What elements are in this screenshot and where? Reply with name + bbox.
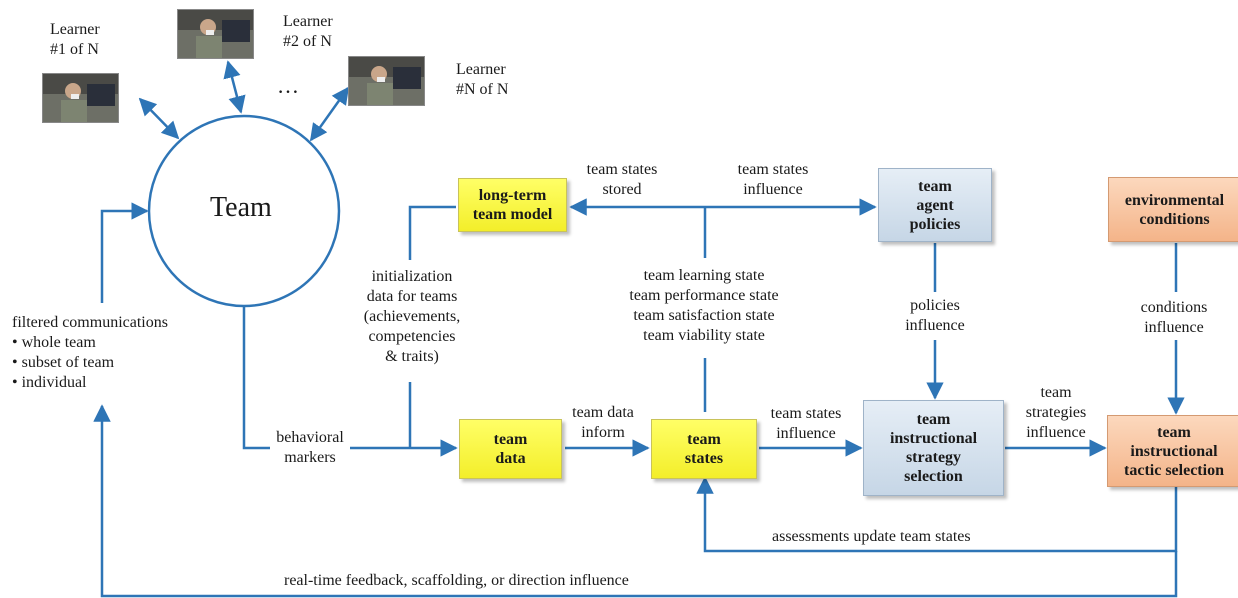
filtered-communications-label: filtered communications• whole team• sub…: [12, 314, 168, 391]
learner2-label: Learner#2 of N: [283, 13, 333, 50]
learner2-photo: [177, 9, 254, 59]
assessments-label: assessments update team states: [772, 528, 971, 545]
learnerN-arrow: [309, 86, 350, 142]
team-label: Team: [210, 192, 272, 223]
learner1-label: Learner#1 of N: [50, 21, 100, 58]
realtime-feedback-label: real-time feedback, scaffolding, or dire…: [284, 572, 629, 589]
init-line: [408, 205, 456, 260]
realtime-loop: [93, 404, 1178, 598]
behavioral-line: [242, 306, 270, 450]
learner-ellipsis: …: [277, 73, 299, 98]
learner2-arrow: [223, 60, 246, 114]
learner1-photo: [42, 73, 119, 123]
learnerN-photo: [348, 56, 425, 106]
assessments-loop: [696, 476, 1178, 553]
filtered-arrow: [100, 202, 149, 303]
learnerN-label: Learner#N of N: [456, 61, 509, 98]
learner1-arrow: [138, 97, 180, 140]
